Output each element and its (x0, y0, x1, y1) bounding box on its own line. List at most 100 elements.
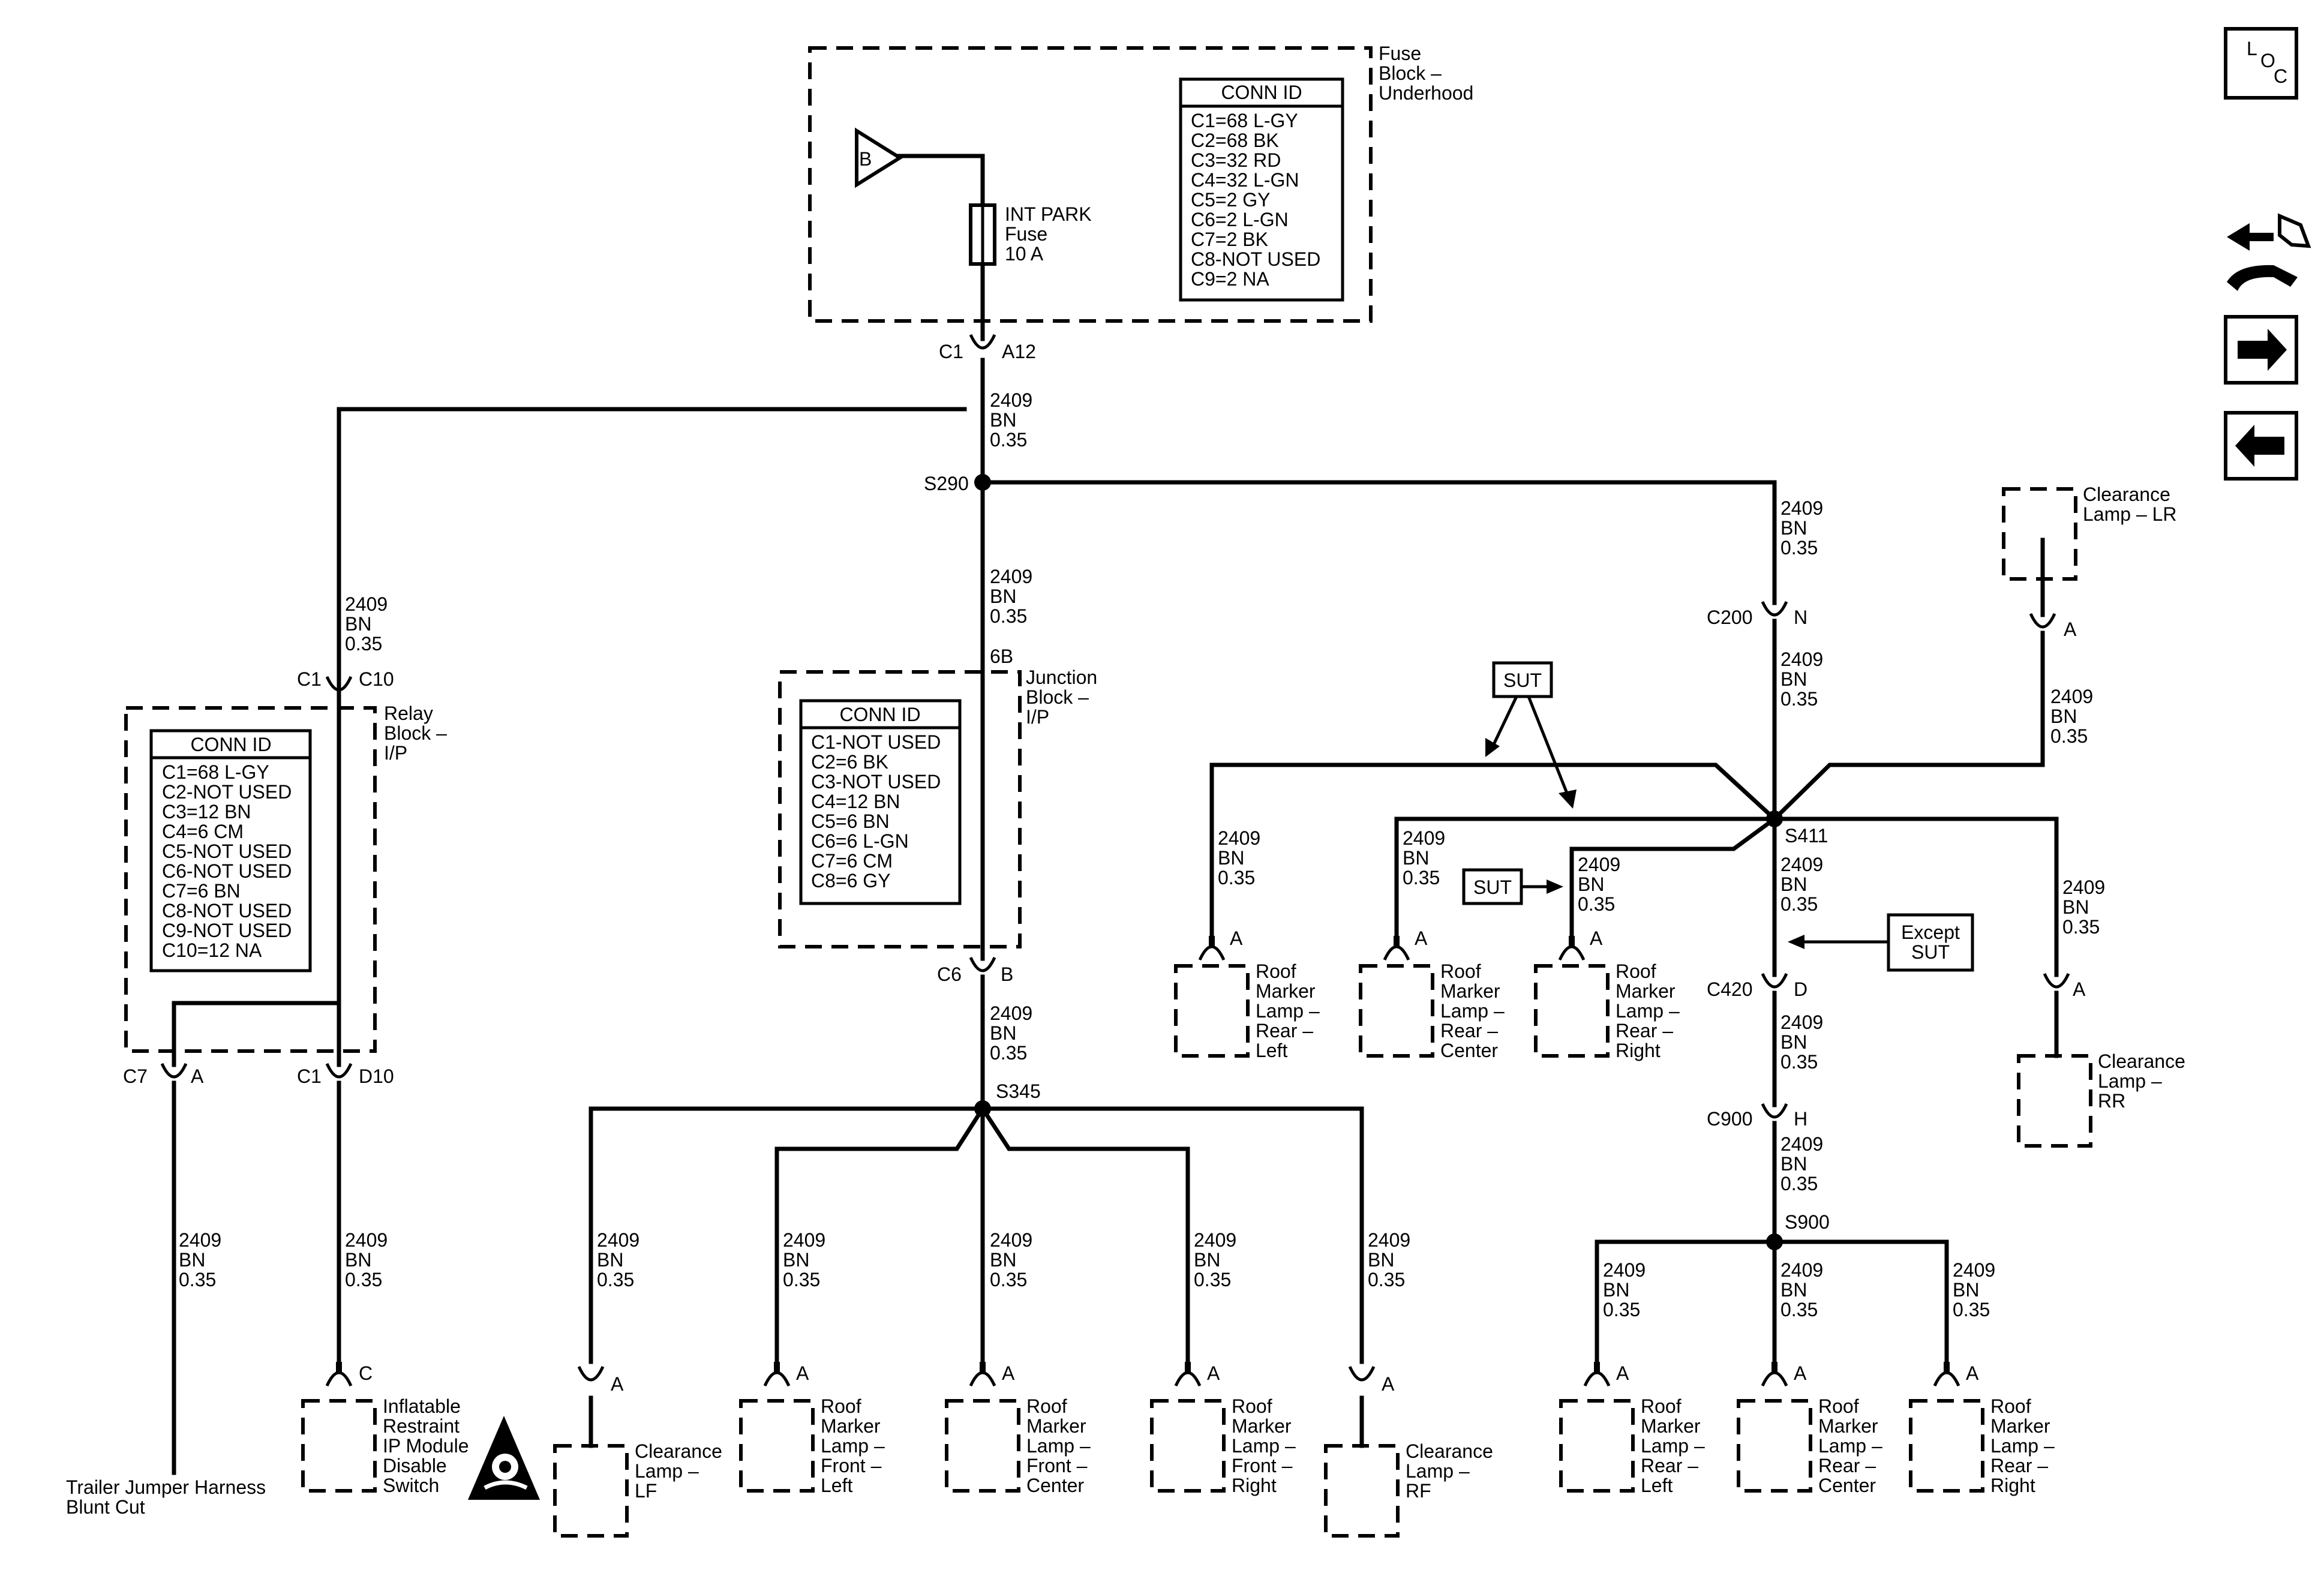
junction-block-label-3: I/P (1026, 706, 1049, 728)
fuse_block-connid-row: C9=2 NA (1191, 268, 1269, 290)
roof-lower-rear-left-label-3: Rear – (1641, 1455, 1698, 1476)
connector-labels: C1 A12 C1 C10 C7 A C1 D10 C 6B C6 B C200… (123, 341, 2086, 1395)
roof-upper-rear-right-label-1: Marker (1616, 980, 1676, 1002)
conn-front-center-a: A (1002, 1362, 1015, 1384)
wire-label-9-line-0: 2409 (1780, 854, 1823, 875)
clearance-lamp-rr (2017, 1054, 2092, 1148)
wire-label-17-line-2: 0.35 (783, 1269, 820, 1290)
wire-label-3-line-1: BN (1780, 517, 1807, 539)
roof-front-left-lamp (739, 1399, 815, 1493)
svg-text:O: O (2260, 50, 2275, 71)
switch-label-5: Switch (383, 1475, 439, 1496)
wire-label-0-line-1: BN (990, 409, 1016, 431)
conn-rear-right-upper-a: A (1590, 927, 1603, 949)
next-arrow-icon[interactable] (2224, 315, 2298, 385)
roof-upper-rear-right-label-3: Rear – (1616, 1020, 1673, 1041)
roof-lower-rear-center-label-2: Lamp – (1818, 1435, 1882, 1457)
wire-label-8-line-1: BN (1578, 873, 1604, 895)
airbag-icon (468, 1416, 540, 1500)
wire-label-16-line-1: BN (597, 1249, 623, 1271)
roof-front-right-label-2: Lamp – (1232, 1435, 1296, 1457)
junction_block-connid-row: C5=6 BN (811, 810, 890, 832)
junction_block-connid-row: C7=6 CM (811, 850, 893, 872)
roof-upper-rear-right-label-4: Right (1616, 1040, 1661, 1061)
junction_block-connid-row: C8=6 GY (811, 870, 891, 891)
wire-label-21-line-0: 2409 (1603, 1259, 1646, 1281)
wire-label-18-line-1: BN (990, 1249, 1016, 1271)
splice-labels: S290 S345 S411 S900 (924, 473, 1830, 1233)
wire-label-15-line-1: BN (345, 1249, 371, 1271)
service-icon[interactable] (2227, 213, 2311, 291)
switch-label-4: Disable (383, 1455, 447, 1476)
roof-upper-rear-center-label-2: Lamp – (1440, 1000, 1505, 1022)
fuse_block-connid-row: C2=68 BK (1191, 130, 1279, 151)
relay-connid-title: CONN ID (190, 734, 271, 755)
trailer-label-2: Blunt Cut (66, 1496, 145, 1518)
roof-upper-rear-left-label-3: Rear – (1256, 1020, 1313, 1041)
fuse_block-connid-row: C6=2 L-GN (1191, 209, 1289, 230)
roof-lower-rear-right-label-4: Right (1990, 1475, 2035, 1496)
splice-s411-label: S411 (1785, 825, 1828, 846)
svg-text:L: L (2247, 38, 2257, 59)
wire-label-14-line-0: 2409 (179, 1229, 221, 1251)
wire-label-15-line-0: 2409 (345, 1229, 388, 1251)
conn-6b: 6B (990, 646, 1013, 667)
roof-front-center-lamp (945, 1399, 1020, 1493)
junction_block-connid-row: C3-NOT USED (811, 771, 941, 792)
conn-rear-center-lower-a: A (1794, 1362, 1807, 1384)
wire-label-13-line-2: 0.35 (990, 1042, 1027, 1064)
splice-s345-label: S345 (996, 1080, 1041, 1102)
roof-lower-rear-right-label-2: Lamp – (1990, 1435, 2055, 1457)
wire-label-15-line-2: 0.35 (345, 1269, 382, 1290)
wire-label-2-line-1: BN (990, 586, 1016, 607)
clearance-rr-label-3: RR (2098, 1090, 2125, 1112)
clearance-lamp-lr (2002, 487, 2077, 581)
roof-upper-rear-right-lamp (1534, 964, 1610, 1058)
clearance-lamp-lf (553, 1444, 629, 1538)
svg-text:Block –: Block – (1379, 62, 1442, 84)
conn-c900: C900 (1707, 1108, 1753, 1130)
clearance-rf-label-2: Lamp – (1406, 1460, 1470, 1482)
wire-label-0-line-2: 0.35 (990, 429, 1027, 451)
relay_block-connid-row: C4=6 CM (162, 821, 244, 842)
wire-label-10-line-0: 2409 (2062, 876, 2105, 898)
wire-label-23-line-2: 0.35 (1953, 1299, 1990, 1320)
wire-label-12-line-2: 0.35 (1780, 1173, 1818, 1194)
relay_block-connid-row: C2-NOT USED (162, 781, 292, 803)
loc-icon[interactable]: L O C (2224, 27, 2298, 100)
wire-label-16-line-2: 0.35 (597, 1269, 634, 1290)
wire-label-2-line-0: 2409 (990, 566, 1032, 587)
junction_block-connid-row: C4=12 BN (811, 791, 900, 812)
roof-upper-rear-right-label-2: Lamp – (1616, 1000, 1680, 1022)
switch-label-1: Inflatable (383, 1395, 461, 1417)
roof-lower-rear-center-label-3: Rear – (1818, 1455, 1876, 1476)
prev-arrow-icon[interactable] (2224, 411, 2298, 481)
roof-upper-rear-right-label-0: Roof (1616, 960, 1656, 982)
wire-label-11-line-0: 2409 (1780, 1011, 1823, 1033)
roof-upper-rear-center-label-4: Center (1440, 1040, 1498, 1061)
roof-lower-rear-left-lamp (1559, 1399, 1635, 1493)
junction-block-label-2: Block – (1026, 686, 1089, 708)
sut-note-mid: SUT (1473, 876, 1512, 898)
wire-label-14-line-2: 0.35 (179, 1269, 216, 1290)
relay-block-ip: Relay Block – I/P CONN ID C1=68 L-GYC2-N… (124, 703, 447, 1053)
nav-icons: L O C (2224, 27, 2311, 481)
junction-block-ip: Junction Block – I/P CONN ID C1-NOT USED… (778, 667, 1097, 948)
conn-c200: C200 (1707, 607, 1753, 628)
conn-c200-n: N (1794, 607, 1807, 628)
wire-label-16-line-0: 2409 (597, 1229, 639, 1251)
conn-c420-d: D (1794, 978, 1807, 1000)
conn-clr-rr-a: A (2073, 978, 2086, 1000)
wire-label-19-line-2: 0.35 (1194, 1269, 1231, 1290)
wire-label-17-line-1: BN (783, 1249, 809, 1271)
conn-c6: C6 (937, 963, 962, 985)
wire-label-3-line-0: 2409 (1780, 497, 1823, 519)
conn-c1-relay: C1 (297, 668, 322, 690)
clearance-rf-label-1: Clearance (1406, 1440, 1493, 1462)
roof-front-left-label-3: Front – (821, 1455, 882, 1476)
junction_block-connid-row: C6=6 L-GN (811, 830, 909, 852)
junction-connid-table (799, 699, 962, 905)
